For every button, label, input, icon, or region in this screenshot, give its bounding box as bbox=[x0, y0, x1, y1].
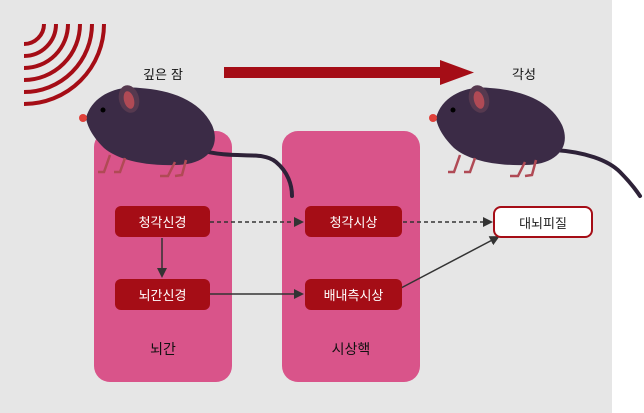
dorsal-medial-thalamus-node: 배내측시상 bbox=[305, 279, 402, 310]
auditory-nerve-node: 청각신경 bbox=[115, 206, 210, 237]
deep-sleep-label: 깊은 잠 bbox=[143, 68, 184, 83]
sound-wave-icon bbox=[23, 23, 106, 106]
pathway-connectors bbox=[157, 217, 500, 299]
thalamus-region: 시상핵 bbox=[282, 131, 420, 382]
brainstem-label: 뇌간 bbox=[150, 342, 176, 358]
cortex-node: 대뇌피질 bbox=[493, 206, 593, 238]
dmt-to-cortex-arrow bbox=[400, 236, 500, 289]
awake-label: 각성 bbox=[512, 68, 536, 83]
mouse-icon bbox=[79, 85, 294, 198]
auditory-thalamus-node: 청각시상 bbox=[305, 206, 402, 237]
mouse-icon bbox=[429, 85, 642, 198]
brainstem-nerve-node: 뇌간신경 bbox=[115, 279, 210, 310]
thalamus-label: 시상핵 bbox=[331, 342, 371, 358]
transition-arrow-icon bbox=[224, 60, 474, 85]
